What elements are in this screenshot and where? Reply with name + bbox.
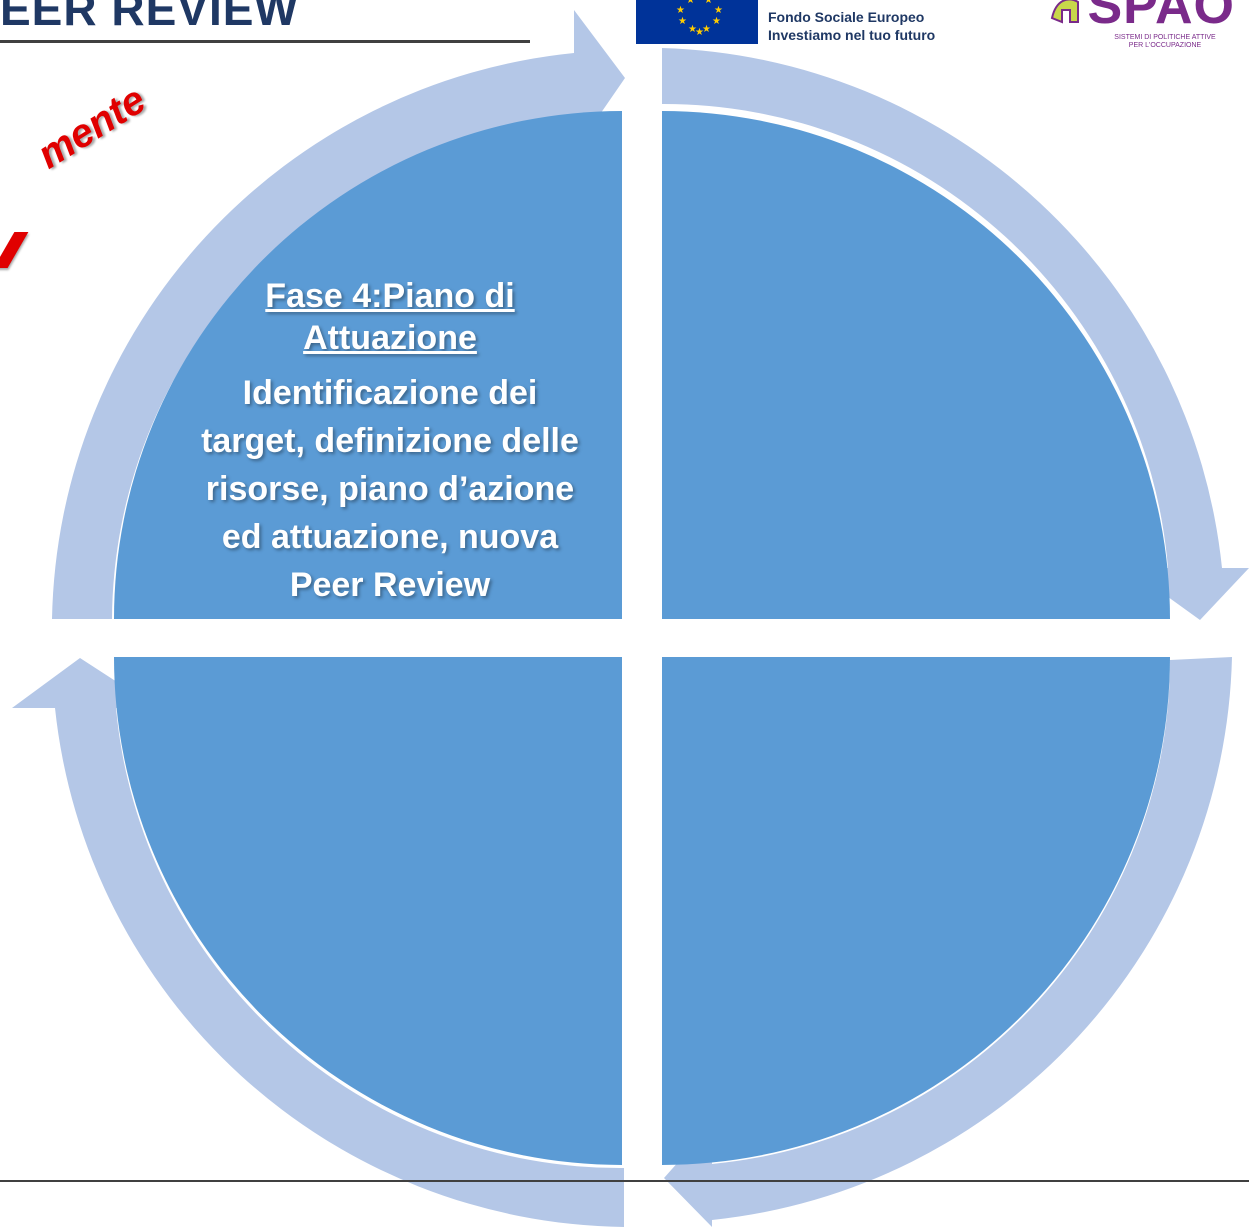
phase-4-desc-line4: ed attuazione, nuova	[221, 518, 559, 556]
slide-title: EER REVIEW	[0, 0, 299, 35]
cycle-quadrant-top-right	[662, 111, 1170, 619]
cycle-quadrant-bottom-left	[114, 657, 622, 1165]
eu-flag-logo: ★ ★ ★ ★ ★ ★ ★ ★ ★	[636, 0, 758, 44]
eu-caption: Fondo Sociale Europeo Investiamo nel tuo…	[768, 8, 935, 44]
phase-4-description: Identificazione dei target, definizione …	[180, 369, 600, 609]
cycle-quadrant-bottom-right	[662, 657, 1170, 1165]
phase-4-title: Fase 4:Piano di Attuazione	[180, 275, 600, 359]
phase-4-desc-line1: Identificazione dei	[242, 374, 538, 412]
spao-wordmark: SPAO	[1087, 0, 1235, 35]
spao-mark-icon	[1050, 0, 1079, 24]
spao-tagline: SISTEMI DI POLITICHE ATTIVE PER L'OCCUPA…	[1095, 34, 1235, 50]
title-divider	[0, 40, 530, 43]
footer-divider	[0, 1180, 1249, 1182]
phase-4-desc-line3: risorse, piano d’azione	[205, 470, 575, 508]
phase-4-desc-line5: Peer Review	[289, 566, 491, 604]
cycle-arrow-bottom-left	[12, 658, 624, 1227]
eu-caption-line2: Investiamo nel tuo futuro	[768, 27, 936, 43]
cycle-arrow-bottom-right	[664, 657, 1232, 1227]
cycle-quadrant-top-left	[114, 111, 622, 619]
spao-tagline-line2: PER L'OCCUPAZIONE	[1128, 42, 1202, 49]
phase-4-title-line2: Attuazione	[303, 319, 477, 357]
spao-tagline-line1: SISTEMI DI POLITICHE ATTIVE	[1114, 34, 1216, 41]
phase-4-desc-line2: target, definizione delle	[201, 422, 579, 460]
cycle-arrow-top-right	[662, 48, 1249, 620]
phase-4-title-line1: Fase 4:Piano di	[265, 277, 515, 315]
phase-4-text: Fase 4:Piano di Attuazione Identificazio…	[180, 275, 600, 609]
eu-caption-line1: Fondo Sociale Europeo	[768, 9, 925, 25]
cycle-arrow-top-left	[52, 10, 625, 619]
spao-logo: SPAO SISTEMI DI POLITICHE ATTIVE PER L'O…	[1040, 0, 1249, 50]
